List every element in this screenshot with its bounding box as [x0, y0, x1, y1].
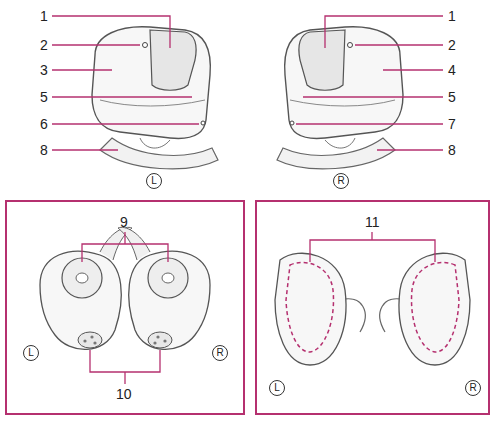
callout-number: 8	[40, 142, 48, 158]
callout-number: 7	[448, 116, 456, 132]
callout-number: 10	[116, 386, 132, 402]
callout-number: 4	[448, 62, 456, 78]
side-marker: L	[146, 173, 162, 189]
detail-panel: 9L R 10	[5, 200, 245, 415]
callout-number: 3	[40, 62, 48, 78]
callout-number: 9	[120, 214, 128, 230]
side-marker: L	[23, 345, 39, 361]
callout-number: 1	[448, 8, 456, 24]
callout-number: 5	[448, 89, 456, 105]
callout-number: 5	[40, 89, 48, 105]
side-marker: R	[465, 380, 481, 396]
callout-number: 6	[40, 116, 48, 132]
detail-panel: 11L R	[255, 200, 490, 415]
callout-number: 2	[40, 37, 48, 53]
side-marker: L	[269, 380, 285, 396]
callout-number: 8	[448, 142, 456, 158]
callout-number: 2	[448, 37, 456, 53]
side-marker: R	[212, 345, 228, 361]
side-marker: R	[333, 173, 349, 189]
callout-number: 11	[365, 214, 380, 230]
callout-number: 1	[40, 8, 48, 24]
